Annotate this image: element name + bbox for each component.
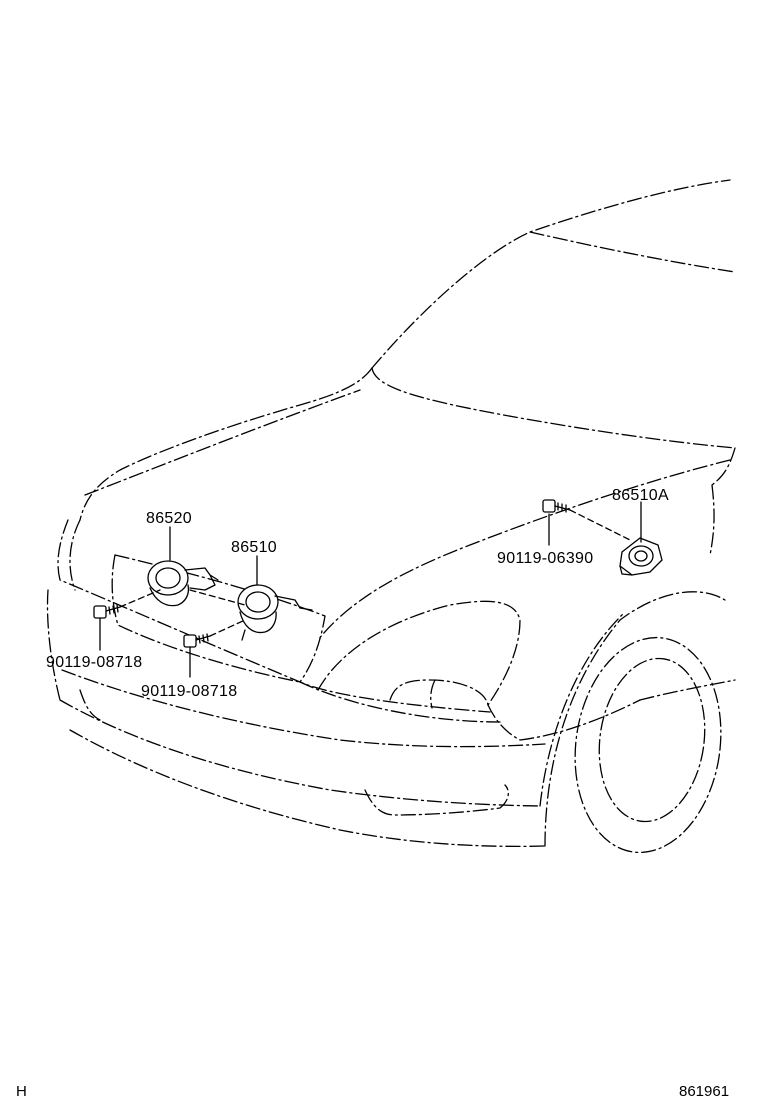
bolt-90119-06390 [542,499,571,513]
car-outline [46,179,736,854]
footer-left-code: H [16,1083,27,1100]
bolt-90119-08718-center [183,633,211,648]
label-90119-06390: 90119-06390 [497,550,593,567]
label-86520: 86520 [146,510,192,527]
label-90119-08718-center: 90119-08718 [141,683,237,700]
horn-86520 [147,560,219,607]
bolt-90119-08718-left [93,604,121,619]
label-90119-08718-left: 90119-08718 [46,654,142,671]
leader-lines [99,501,642,678]
label-86510: 86510 [231,539,277,556]
horn-86510a [619,537,663,576]
horn-86510 [237,584,313,641]
label-86510a: 86510A [612,487,669,504]
footer-right-code: 861961 [679,1083,729,1100]
